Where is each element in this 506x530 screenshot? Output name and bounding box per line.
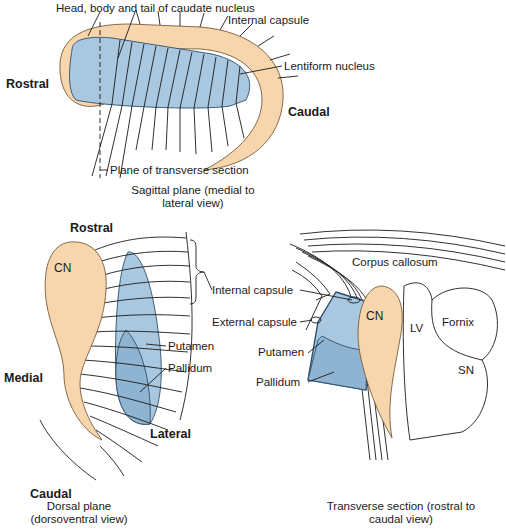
- part-label: Putamen: [258, 346, 304, 359]
- leader-line: [100, 170, 108, 171]
- lentiform-nucleus: [70, 37, 250, 108]
- leader-line: [308, 340, 324, 353]
- section-plane: [100, 22, 101, 178]
- part-label: Plane of transverse section: [110, 164, 249, 177]
- orientation-label: Caudal: [30, 488, 72, 501]
- transverse-view: [290, 230, 505, 460]
- part-label: LV: [410, 322, 423, 335]
- caudate-nucleus-shape: CN: [40, 240, 110, 445]
- shape-outline: [352, 284, 408, 440]
- orientation-label: Rostral: [6, 78, 49, 91]
- dorsal-view: [40, 232, 212, 480]
- orientation-label: Lateral: [150, 428, 191, 441]
- part-label: External capsule: [212, 316, 297, 329]
- orientation-label: Medial: [4, 372, 43, 385]
- part-label: Head, body and tail of caudate nucleus: [56, 2, 255, 15]
- pallidum: [116, 330, 150, 424]
- leader-line: [118, 12, 135, 58]
- leader-line: [204, 272, 212, 290]
- part-label: SN: [458, 364, 474, 377]
- caudate-nucleus-shape: CN: [352, 284, 408, 440]
- part-label: Pallidum: [168, 362, 212, 375]
- structure-label: CN: [54, 262, 71, 275]
- capsule-fibers: [40, 232, 192, 480]
- ventricle-outline: [403, 283, 497, 440]
- leader-line: [300, 320, 312, 322]
- bracket: [190, 240, 204, 304]
- part-label: Lentiform nucleus: [284, 60, 375, 73]
- putamen: [116, 252, 162, 424]
- orientation-label: Rostral: [70, 222, 113, 235]
- structure-label: CN: [366, 310, 383, 323]
- part-label: Internal capsule: [228, 14, 309, 27]
- shape-path: [358, 286, 402, 438]
- part-label: Pallidum: [256, 376, 300, 389]
- ventricle-divider: [432, 300, 482, 360]
- shape-outline: [40, 240, 110, 445]
- part-label: Sagittal plane (medial to lateral view): [118, 184, 268, 210]
- leader-line: [146, 344, 166, 346]
- part-label: Fornix: [442, 316, 474, 329]
- leader-line: [240, 66, 282, 74]
- part-label: Putamen: [168, 340, 214, 353]
- capsule-marker: [311, 317, 321, 323]
- leader-line: [308, 372, 334, 382]
- leader-line: [88, 12, 100, 36]
- sagittal-view: [60, 10, 298, 178]
- capsule-marker: [348, 297, 360, 303]
- caudate-nucleus: [60, 24, 283, 170]
- part-label: Transverse section (rostral to caudal vi…: [326, 500, 476, 526]
- capsule-fibers: [92, 10, 298, 178]
- shape-path: [45, 242, 106, 440]
- corpus-callosum-fibers: [300, 230, 505, 270]
- leader-line: [140, 368, 166, 392]
- part-label: Internal capsule: [212, 284, 293, 297]
- leader-line: [300, 290, 352, 300]
- part-label: Dorsal plane (dorsoventral view): [14, 500, 144, 526]
- part-label: Corpus callosum: [352, 256, 438, 269]
- orientation-label: Caudal: [288, 106, 330, 119]
